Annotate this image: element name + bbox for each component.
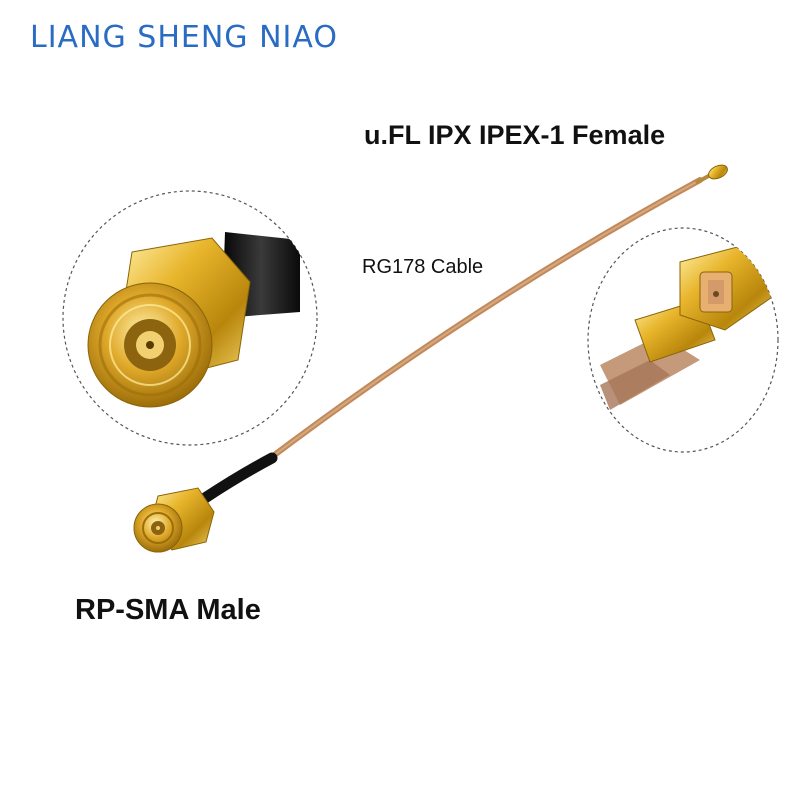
- brand-logo-text: LIANG SHENG NIAO: [30, 20, 338, 55]
- cable-type-label: RG178 Cable: [362, 256, 484, 278]
- ufl-zoom-circle: [587, 227, 779, 453]
- sma-zoom-circle: [62, 190, 318, 446]
- rp-sma-connector-label: RP-SMA Male: [75, 594, 261, 626]
- ufl-connector-label: u.FL IPX IPEX-1 Female: [364, 120, 666, 150]
- cable-assembly: [133, 164, 728, 553]
